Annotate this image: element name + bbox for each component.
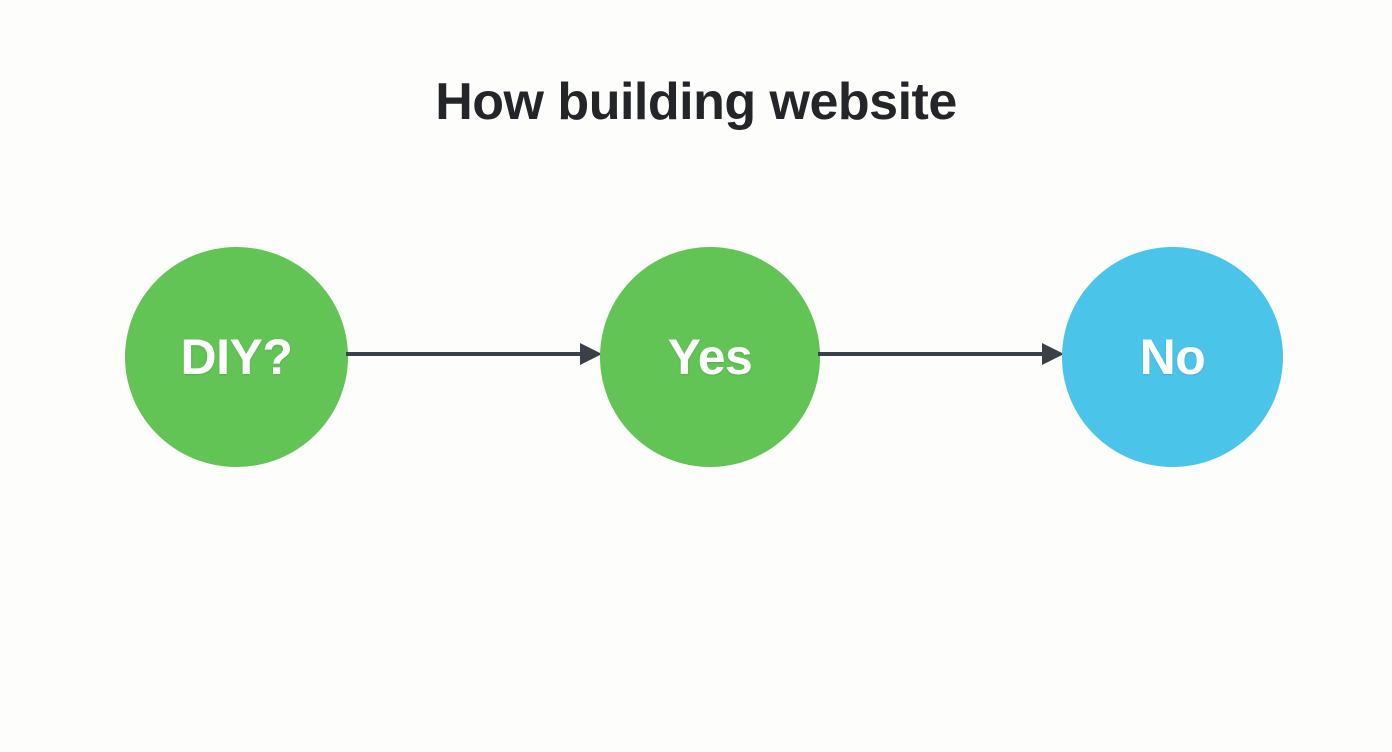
- page-title: How building website: [435, 73, 957, 131]
- node-yes-label: Yes: [667, 329, 753, 385]
- node-diy-label: DIY?: [180, 329, 293, 385]
- node-yes[interactable]: Yes: [600, 247, 820, 467]
- arrow-yes-to-no-icon: [818, 343, 1064, 365]
- arrow-diy-to-yes: [346, 339, 602, 369]
- node-diy[interactable]: DIY?: [125, 247, 348, 467]
- node-no[interactable]: No: [1062, 247, 1283, 467]
- arrow-diy-to-yes-icon: [346, 343, 602, 365]
- node-no-label: No: [1139, 329, 1206, 385]
- arrow-yes-to-no: [818, 339, 1064, 369]
